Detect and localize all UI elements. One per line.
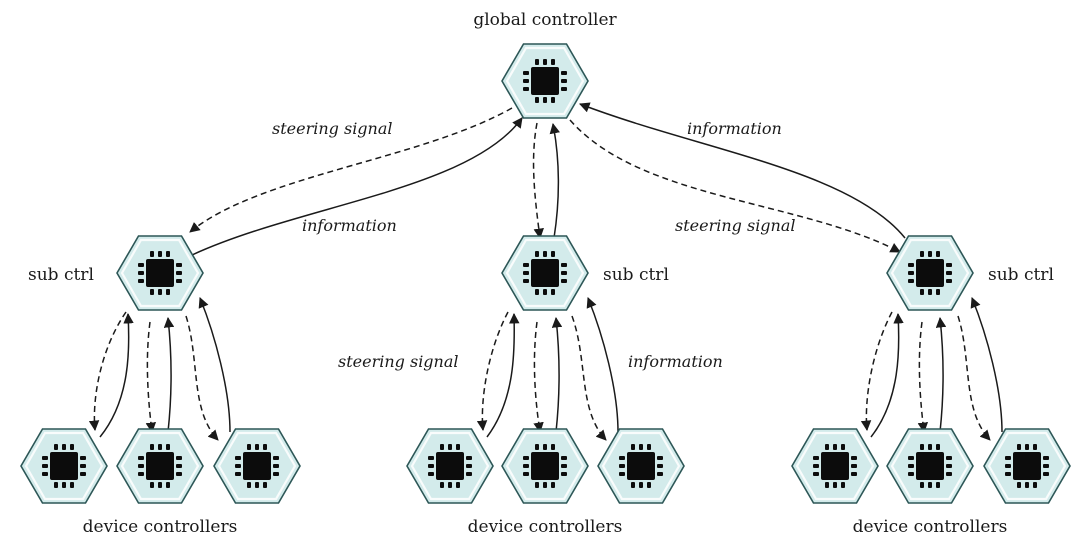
device-controllers-label-middle: device controllers xyxy=(468,517,623,537)
device-controller-middle-1 xyxy=(406,428,494,504)
steering-signal-label-top-left: steering signal xyxy=(272,119,393,138)
steering-arrow-left-sub-to-device-3 xyxy=(185,315,219,441)
steering-arrow-global-to-middle-sub xyxy=(532,122,544,240)
information-arrow-middle-sub-to-global xyxy=(549,122,560,239)
edges-middle-sub-to-devices xyxy=(476,297,619,441)
steering-signal-label-middle: steering signal xyxy=(338,352,459,371)
information-arrow-device-3-to-left-sub xyxy=(198,297,231,433)
steering-arrow-right-sub-to-device-2 xyxy=(917,321,929,434)
steering-arrow-global-to-right-sub xyxy=(569,119,901,253)
information-arrow-device-2-to-middle-sub xyxy=(551,316,563,433)
device-controller-right-1 xyxy=(791,428,879,504)
steering-arrow-right-sub-to-device-3 xyxy=(957,315,991,441)
information-arrow-left-sub-to-global xyxy=(191,117,523,256)
information-label-middle: information xyxy=(628,352,723,371)
edges-right-sub-to-devices xyxy=(860,297,1003,441)
device-controllers-label-right: device controllers xyxy=(853,517,1008,537)
information-arrow-device-1-to-middle-sub xyxy=(486,312,520,438)
steering-arrow-middle-sub-to-device-2 xyxy=(533,321,544,434)
sub-ctrl-label-left: sub ctrl xyxy=(28,265,94,285)
device-controller-right-2 xyxy=(886,428,974,504)
steering-arrow-global-to-left-sub xyxy=(189,107,513,233)
edges-global-to-subs xyxy=(189,102,906,256)
device-controllers-label-left: device controllers xyxy=(83,517,238,537)
steering-arrow-left-sub-to-device-2 xyxy=(145,321,157,434)
information-arrow-device-2-to-right-sub xyxy=(935,316,947,433)
information-arrow-device-1-to-right-sub xyxy=(870,312,904,438)
steering-arrow-right-sub-to-device-1 xyxy=(860,311,893,432)
steering-arrow-middle-sub-to-device-1 xyxy=(476,311,509,432)
information-arrow-device-3-to-right-sub xyxy=(970,297,1003,433)
device-controller-right-3 xyxy=(983,428,1071,504)
global-controller-node xyxy=(501,43,589,119)
steering-signal-label-top-right: steering signal xyxy=(675,216,796,235)
device-controller-left-3 xyxy=(213,428,301,504)
information-arrow-device-2-to-left-sub xyxy=(163,316,175,433)
global-controller-label: global controller xyxy=(473,10,617,30)
device-controller-middle-2 xyxy=(501,428,589,504)
sub-ctrl-label-right: sub ctrl xyxy=(988,265,1054,285)
information-arrow-right-sub-to-global xyxy=(579,102,906,239)
information-label-top-left: information xyxy=(302,216,397,235)
information-label-top-right: information xyxy=(687,119,782,138)
steering-arrow-middle-sub-to-device-3 xyxy=(571,315,607,441)
sub-controller-left-node xyxy=(116,235,204,311)
information-arrow-device-3-to-middle-sub xyxy=(586,297,619,433)
steering-arrow-left-sub-to-device-1 xyxy=(88,311,127,432)
sub-ctrl-label-middle: sub ctrl xyxy=(603,265,669,285)
sub-controller-right-node xyxy=(886,235,974,311)
device-controller-left-2 xyxy=(116,428,204,504)
device-controller-left-1 xyxy=(20,428,108,504)
information-arrow-device-1-to-left-sub xyxy=(99,312,134,438)
sub-controller-middle-node xyxy=(501,235,589,311)
edges-left-sub-to-devices xyxy=(88,297,231,441)
device-controller-middle-3 xyxy=(597,428,685,504)
